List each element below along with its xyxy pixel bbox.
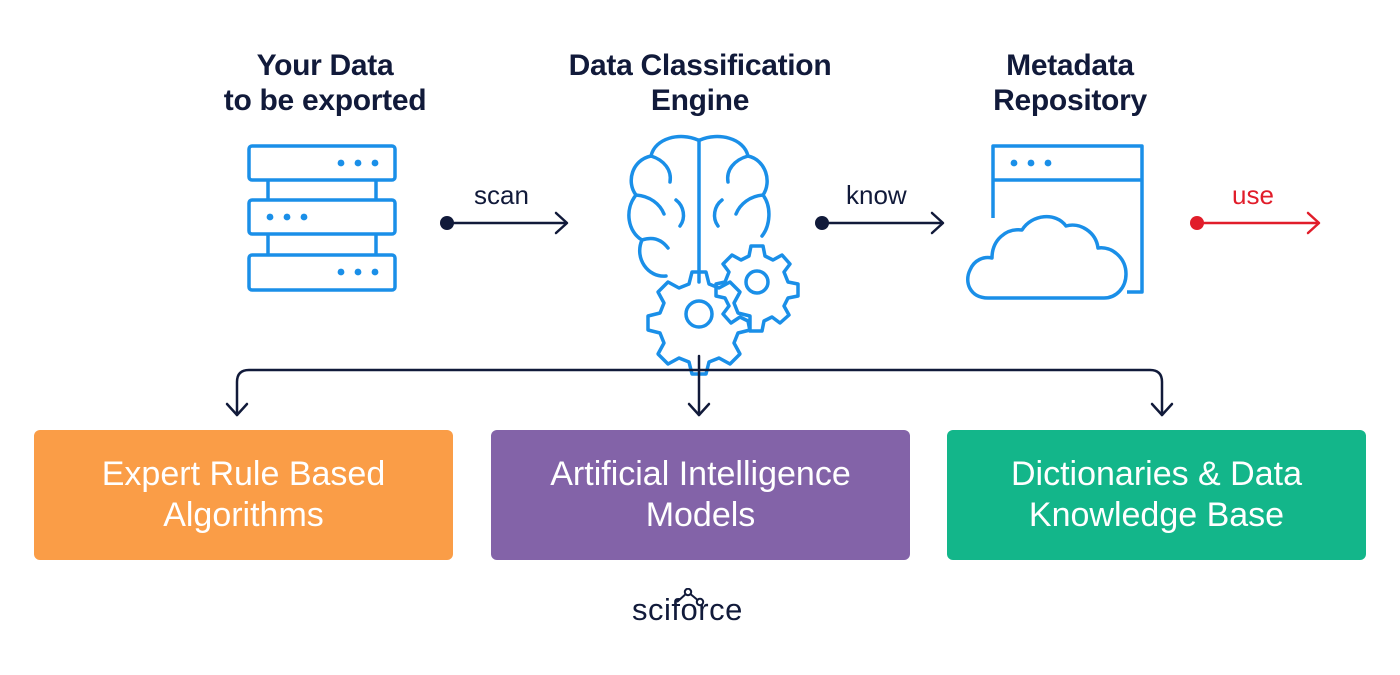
brain-gears-icon [627,134,800,376]
box-expert-rule-algorithms: Expert Rule Based Algorithms [34,430,453,560]
heading-classification-engine: Data Classification Engine [520,48,880,122]
box-line: Models [645,496,756,534]
know-arrow [815,211,945,235]
heading-line: Engine [650,84,750,117]
flow-label-scan: scan [474,180,529,210]
box-line: Dictionaries & Data [1010,455,1302,493]
flow-label-know: know [846,180,907,210]
use-arrow [1190,211,1321,235]
flow-label-use: use [1232,180,1274,210]
sciforce-logo-mark [676,588,705,607]
heading-line: Repository [993,84,1147,117]
box-ai-models: Artificial Intelligence Models [491,430,910,560]
server-icon [247,144,397,292]
heading-metadata-repository: Metadata Repository [930,48,1210,122]
cloud-window-icon [966,144,1144,300]
box-line: Knowledge Base [1028,496,1285,534]
sciforce-logo: sciforce [632,592,743,627]
heading-line: to be exported [223,84,427,117]
heading-your-data: Your Data to be exported [180,48,470,122]
box-line: Artificial Intelligence [550,455,851,493]
box-line: Algorithms [163,496,324,534]
heading-line: Your Data [256,49,394,82]
box-dictionaries-knowledge-base: Dictionaries & Data Knowledge Base [947,430,1366,560]
box-line: Expert Rule Based [101,455,386,493]
heading-line: Metadata [1006,49,1134,82]
scan-arrow [440,211,569,235]
heading-line: Data Classification [568,49,832,82]
branch-connectors [225,354,1174,417]
